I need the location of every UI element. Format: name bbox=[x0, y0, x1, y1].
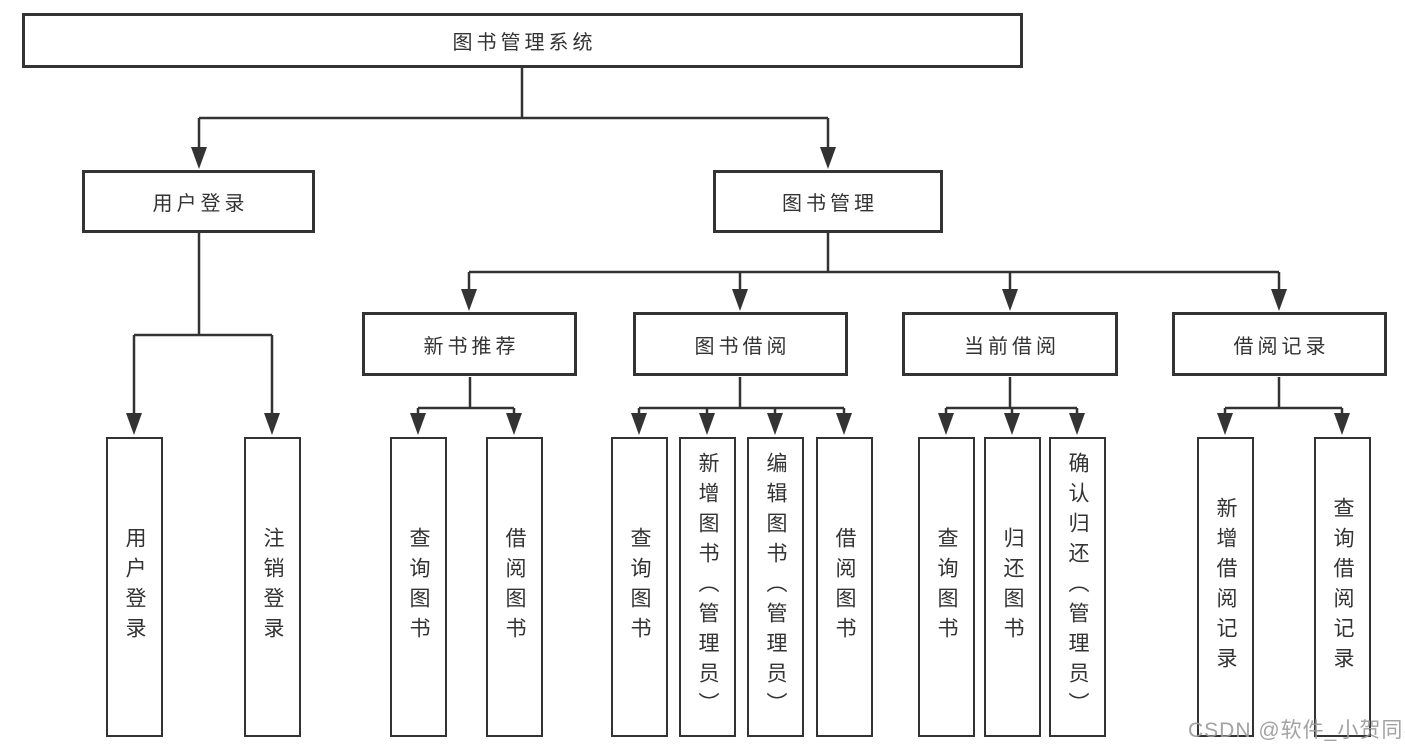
leaf-query-books-current: 查询图书 bbox=[918, 437, 975, 737]
node-current-borrow: 当前借阅 bbox=[902, 312, 1118, 376]
connector-root-to-level2 bbox=[191, 68, 836, 169]
watermark-text: CSDN @软件_小贺同学 bbox=[1188, 719, 1405, 742]
leaf-user-login: 用户登录 bbox=[106, 437, 163, 737]
connector-user-login-branch bbox=[126, 233, 280, 435]
node-root: 图书管理系统 bbox=[22, 13, 1023, 68]
connector-new-book-branch bbox=[410, 377, 522, 435]
node-new-book-recommend: 新书推荐 bbox=[362, 312, 577, 376]
leaf-edit-book-admin: 编辑图书（管理员） bbox=[747, 437, 804, 737]
node-book-borrow: 图书借阅 bbox=[633, 312, 848, 376]
leaf-confirm-return-admin: 确认归还（管理员） bbox=[1049, 437, 1106, 737]
leaf-borrow-books: 借阅图书 bbox=[816, 437, 873, 737]
connector-book-management-branch bbox=[461, 233, 1287, 311]
leaf-query-borrow-record: 查询借阅记录 bbox=[1314, 437, 1371, 737]
leaf-query-books-recommend: 查询图书 bbox=[390, 437, 447, 737]
leaf-logout: 注销登录 bbox=[244, 437, 301, 737]
connector-borrow-records-branch bbox=[1217, 377, 1350, 435]
leaf-add-book-admin: 新增图书（管理员） bbox=[679, 437, 736, 737]
leaf-query-books-borrow: 查询图书 bbox=[611, 437, 668, 737]
node-book-management: 图书管理 bbox=[713, 170, 943, 233]
node-user-login: 用户登录 bbox=[82, 170, 315, 233]
leaf-add-borrow-record: 新增借阅记录 bbox=[1197, 437, 1254, 737]
connector-book-borrow-branch bbox=[631, 377, 852, 435]
connector-current-borrow-branch bbox=[938, 377, 1085, 435]
leaf-borrow-books-recommend: 借阅图书 bbox=[486, 437, 543, 737]
leaf-return-book: 归还图书 bbox=[984, 437, 1041, 737]
node-borrow-records: 借阅记录 bbox=[1172, 312, 1387, 376]
